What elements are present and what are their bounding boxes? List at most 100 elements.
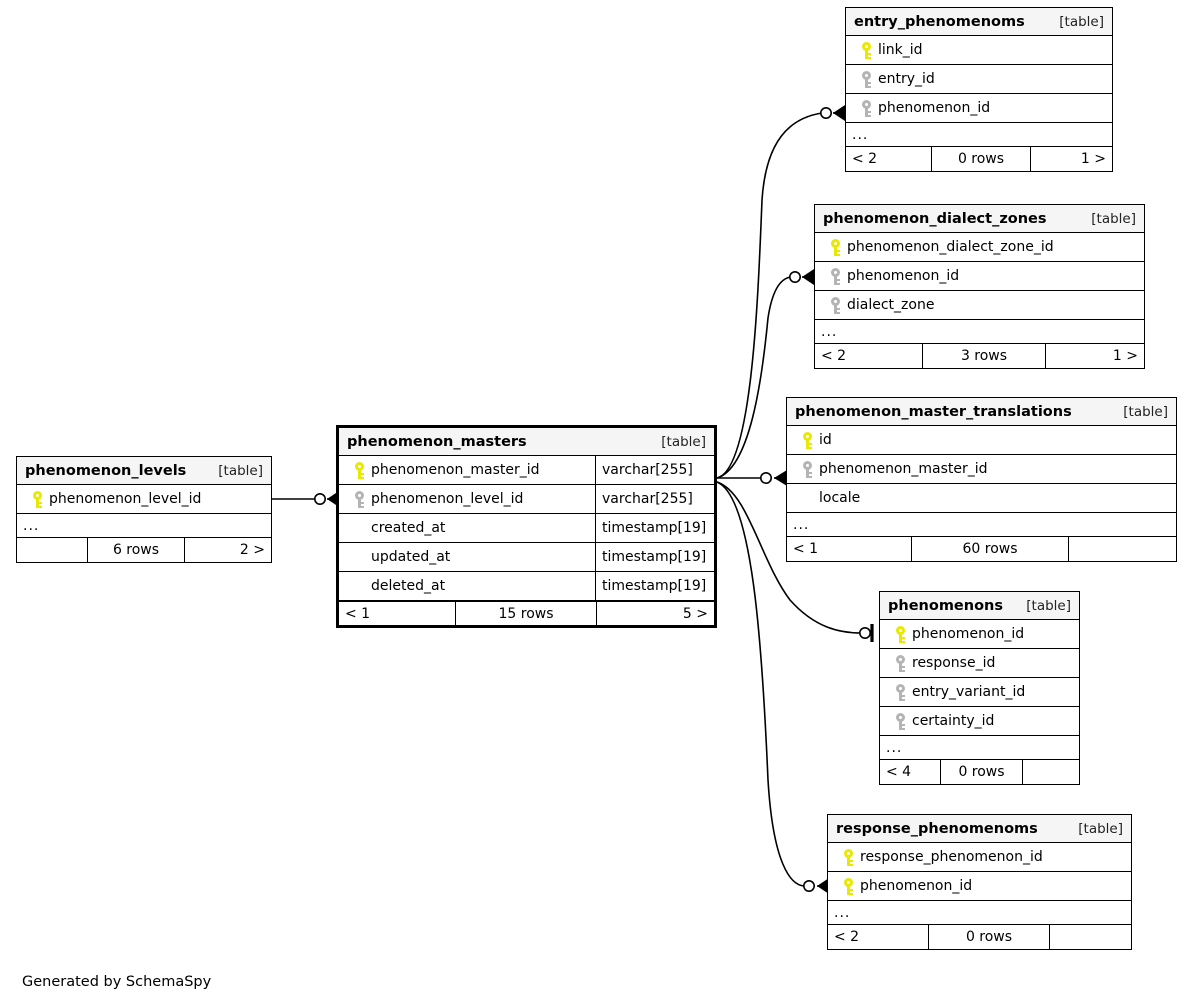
column-name: id: [819, 432, 832, 448]
column-row[interactable]: phenomenon_id: [880, 620, 1079, 649]
foreign-key-icon: [888, 654, 912, 672]
foreign-key-icon: [795, 460, 819, 478]
column-name: phenomenon_level_id: [371, 491, 524, 507]
table-header: phenomenon_master_translations [table]: [787, 398, 1176, 426]
column-name: response_phenomenon_id: [860, 849, 1043, 865]
footer-parents[interactable]: < 4: [886, 764, 912, 780]
column-row[interactable]: entry_variant_id: [880, 678, 1079, 707]
column-row[interactable]: deleted_at timestamp[19]: [339, 572, 714, 601]
table-header: phenomenon_dialect_zones [table]: [815, 205, 1144, 233]
column-row[interactable]: updated_at timestamp[19]: [339, 543, 714, 572]
table-phenomenons[interactable]: phenomenons [table] phenomenon_id respon…: [879, 591, 1080, 785]
column-name: phenomenon_master_id: [371, 462, 540, 478]
table-title: phenomenon_master_translations: [795, 403, 1072, 420]
table-footer: < 2 3 rows 1 >: [815, 344, 1144, 368]
column-name: updated_at: [371, 549, 451, 565]
table-title: phenomenons: [888, 597, 1004, 614]
table-title: entry_phenomenoms: [854, 13, 1025, 30]
table-footer: < 2 0 rows: [828, 925, 1131, 949]
footer-children[interactable]: [1069, 537, 1176, 561]
table-type-tag: [table]: [661, 433, 706, 450]
column-type: timestamp[19]: [595, 572, 714, 600]
table-type-tag: [table]: [1091, 210, 1136, 227]
column-row[interactable]: phenomenon_level_id varchar[255]: [339, 485, 714, 514]
column-name: response_id: [912, 655, 996, 671]
table-header: phenomenons [table]: [880, 592, 1079, 620]
column-name: deleted_at: [371, 578, 446, 594]
foreign-key-icon: [823, 296, 847, 314]
column-row[interactable]: entry_id: [846, 65, 1112, 94]
generator-credit: Generated by SchemaSpy: [22, 974, 212, 990]
footer-parents[interactable]: < 2: [834, 929, 860, 945]
column-name: phenomenon_id: [878, 100, 991, 116]
column-row[interactable]: link_id: [846, 36, 1112, 65]
primary-key-icon: [823, 238, 847, 256]
table-type-tag: [table]: [1026, 597, 1071, 614]
footer-rowcount: 6 rows: [87, 538, 185, 562]
footer-children[interactable]: [1050, 925, 1131, 949]
column-row[interactable]: phenomenon_master_id varchar[255]: [339, 456, 714, 485]
primary-key-icon: [836, 848, 860, 866]
column-name: phenomenon_id: [847, 268, 960, 284]
column-row[interactable]: response_id: [880, 649, 1079, 678]
footer-rowcount: 0 rows: [931, 147, 1031, 171]
edge-masters-phenomenon_dialect_zones: [716, 276, 792, 479]
column-name: entry_variant_id: [912, 684, 1026, 700]
column-name: phenomenon_master_id: [819, 461, 988, 477]
table-title: response_phenomenoms: [836, 820, 1038, 837]
column-row[interactable]: dialect_zone: [815, 291, 1144, 320]
column-row[interactable]: phenomenon_level_id: [17, 485, 271, 514]
footer-parents[interactable]: [17, 538, 87, 562]
footer-rowcount: 3 rows: [922, 344, 1046, 368]
column-row[interactable]: phenomenon_dialect_zone_id: [815, 233, 1144, 262]
column-row[interactable]: created_at timestamp[19]: [339, 514, 714, 543]
table-phenomenon_masters[interactable]: phenomenon_masters [table] phenomenon_ma…: [336, 425, 717, 628]
table-title: phenomenon_levels: [25, 462, 187, 479]
table-phenomenon_levels[interactable]: phenomenon_levels [table] phenomenon_lev…: [16, 456, 272, 563]
more-columns-indicator: ...: [846, 123, 1112, 147]
foreign-key-icon: [854, 99, 878, 117]
foreign-key-icon: [854, 70, 878, 88]
footer-parents[interactable]: < 2: [852, 151, 878, 167]
primary-key-icon: [795, 431, 819, 449]
footer-parents[interactable]: < 2: [821, 348, 847, 364]
footer-rowcount: 0 rows: [928, 925, 1050, 949]
column-name: dialect_zone: [847, 297, 935, 313]
footer-parents[interactable]: < 1: [345, 605, 371, 622]
column-name: link_id: [878, 42, 923, 58]
column-row[interactable]: response_phenomenon_id: [828, 843, 1131, 872]
footer-parents[interactable]: < 1: [793, 541, 819, 557]
column-type: timestamp[19]: [595, 514, 714, 542]
footer-children[interactable]: 1 >: [1080, 151, 1106, 167]
table-phenomenon_dialect_zones[interactable]: phenomenon_dialect_zones [table] phenome…: [814, 204, 1145, 369]
column-row[interactable]: phenomenon_master_id: [787, 455, 1176, 484]
more-columns-indicator: ...: [815, 320, 1144, 344]
column-name: entry_id: [878, 71, 935, 87]
footer-children[interactable]: 5 >: [682, 605, 708, 622]
column-row[interactable]: phenomenon_id: [828, 872, 1131, 901]
footer-children[interactable]: 1 >: [1112, 348, 1138, 364]
table-type-tag: [table]: [1123, 403, 1168, 420]
footer-children[interactable]: 2 >: [239, 542, 265, 558]
footer-rowcount: 60 rows: [911, 537, 1069, 561]
more-columns-indicator: ...: [880, 736, 1079, 760]
footer-children[interactable]: [1023, 760, 1079, 784]
column-name: phenomenon_dialect_zone_id: [847, 239, 1054, 255]
column-row[interactable]: phenomenon_id: [846, 94, 1112, 123]
table-footer: < 1 15 rows 5 >: [339, 601, 714, 625]
table-response_phenomenoms[interactable]: response_phenomenoms [table] response_ph…: [827, 814, 1132, 950]
table-entry_phenomenoms[interactable]: entry_phenomenoms [table] link_id entry_…: [845, 7, 1113, 172]
table-phenomenon_master_translations[interactable]: phenomenon_master_translations [table] i…: [786, 397, 1177, 562]
column-row[interactable]: locale: [787, 484, 1176, 513]
column-row[interactable]: certainty_id: [880, 707, 1079, 736]
more-columns-indicator: ...: [17, 514, 271, 538]
column-row[interactable]: phenomenon_id: [815, 262, 1144, 291]
column-row[interactable]: id: [787, 426, 1176, 455]
table-header: entry_phenomenoms [table]: [846, 8, 1112, 36]
column-name: phenomenon_id: [912, 626, 1025, 642]
column-name: certainty_id: [912, 713, 995, 729]
primary-key-icon: [854, 41, 878, 59]
primary-key-icon: [836, 877, 860, 895]
table-title: phenomenon_dialect_zones: [823, 210, 1047, 227]
table-header: phenomenon_masters [table]: [339, 428, 714, 456]
